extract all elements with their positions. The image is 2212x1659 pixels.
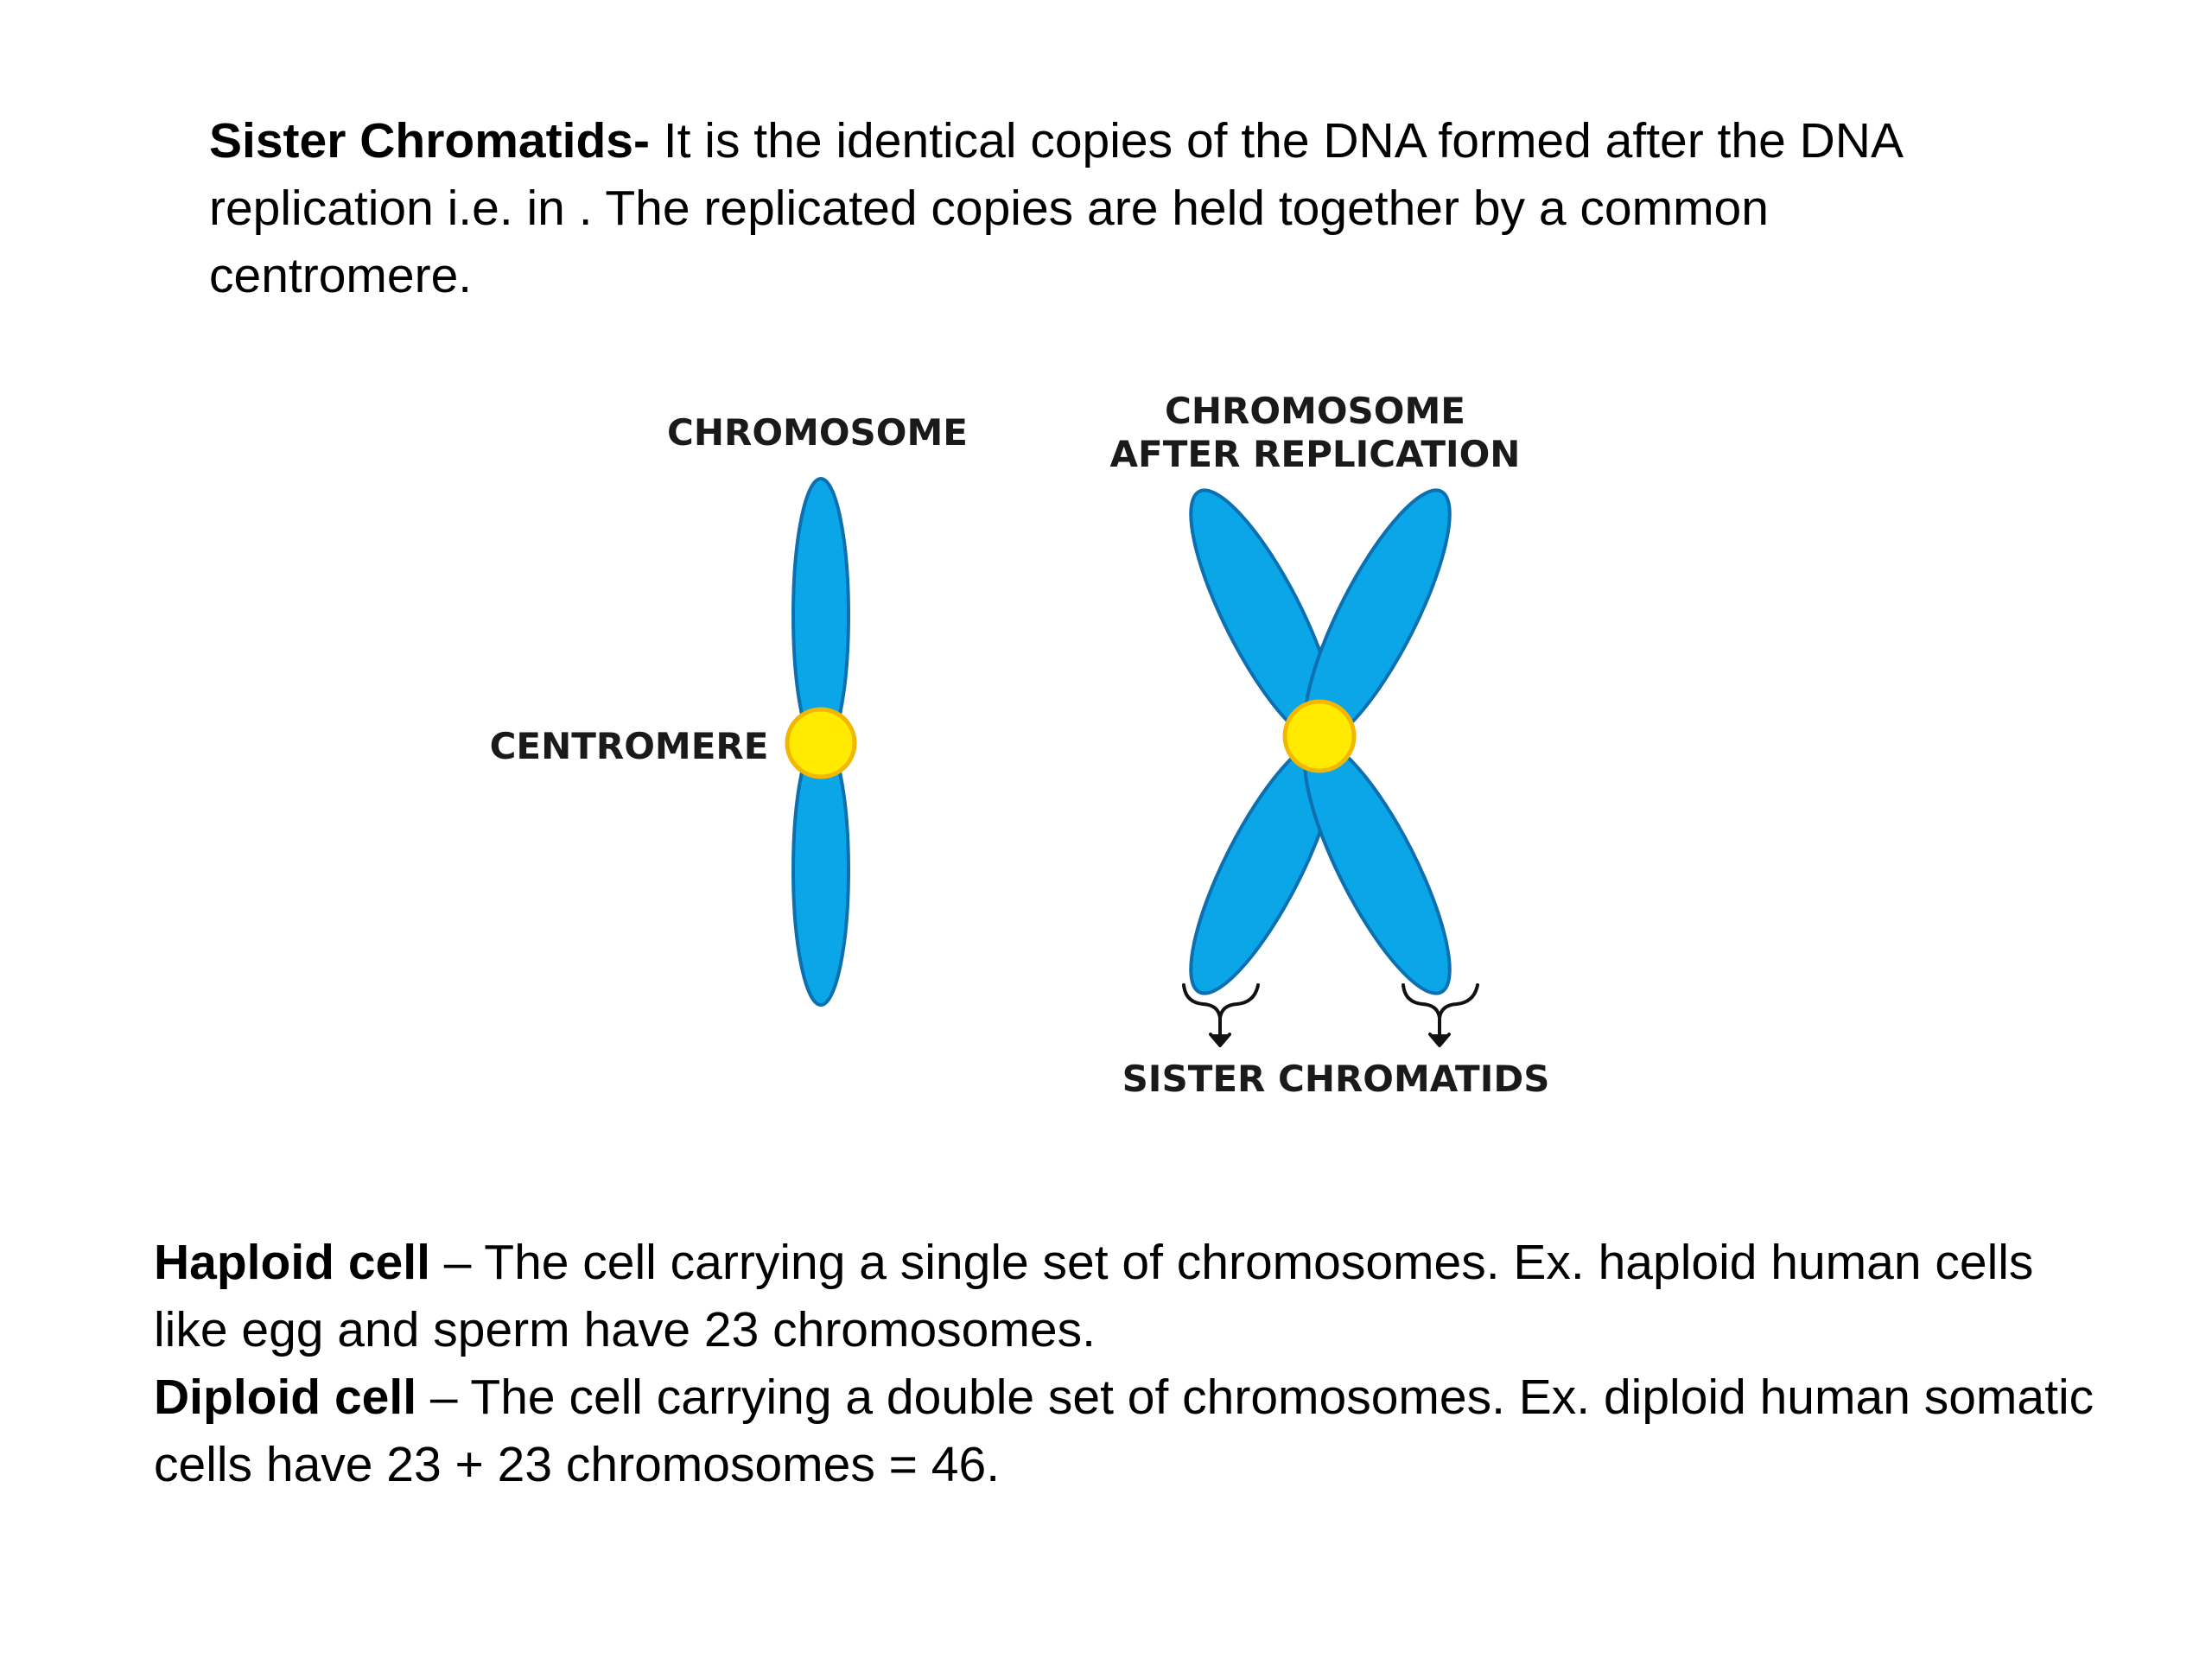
replicated-centromere: [1282, 699, 1357, 773]
haploid-definition: Haploid cell – The cell carrying a singl…: [154, 1229, 2107, 1363]
centromere: [785, 707, 857, 779]
diploid-text: – The cell carrying a double set of chro…: [154, 1370, 2094, 1492]
diploid-term: Diploid cell: [154, 1370, 417, 1425]
left-brace-arrow: [1182, 983, 1260, 1047]
centromere-label: CENTROMERE: [490, 725, 769, 767]
intro-paragraph: Sister Chromatids- It is the identical c…: [209, 107, 2006, 309]
haploid-text: – The cell carrying a single set of chro…: [154, 1235, 2034, 1357]
sister-chromatids-label: SISTER CHROMATIDS: [1122, 1058, 1550, 1100]
after-replication-label-line1: CHROMOSOME: [1165, 390, 1465, 432]
after-replication-label-line2: AFTER REPLICATION: [1110, 433, 1521, 475]
chromosome-label: CHROMOSOME: [667, 411, 968, 454]
right-brace-arrow: [1402, 983, 1479, 1047]
sister-chromatids-term: Sister Chromatids-: [209, 113, 650, 168]
diploid-definition: Diploid cell – The cell carrying a doubl…: [154, 1363, 2107, 1498]
sister-chromatids-definition: It is the identical copies of the DNA fo…: [209, 113, 1901, 303]
definitions-block: Haploid cell – The cell carrying a singl…: [154, 1229, 2107, 1498]
haploid-term: Haploid cell: [154, 1235, 430, 1290]
replicated-chromosome: [1189, 488, 1452, 995]
single-chromosome: [785, 477, 857, 1007]
